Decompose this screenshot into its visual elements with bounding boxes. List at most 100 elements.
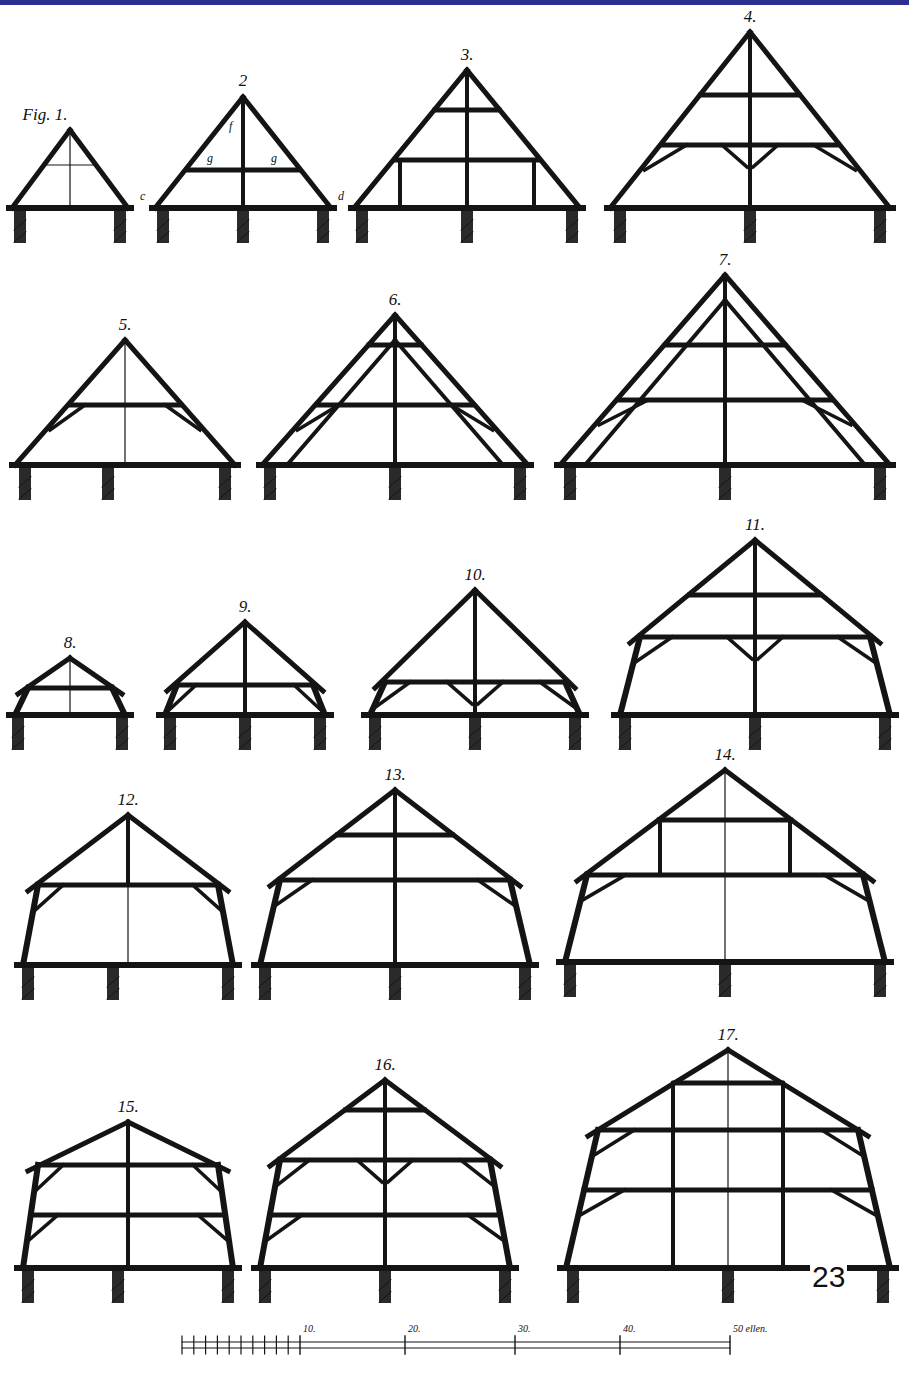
- wall-hatch: [614, 220, 626, 230]
- knee-wall-post: [870, 637, 890, 715]
- rafter: [395, 790, 520, 886]
- wall-hatch: [749, 739, 761, 749]
- wall-post: [222, 1271, 234, 1303]
- figure-number: 17.: [717, 1026, 738, 1045]
- wall-hatch: [619, 727, 631, 737]
- wall-post: [619, 718, 631, 750]
- wall-hatch: [14, 232, 26, 242]
- knee-brace: [193, 1165, 220, 1190]
- collar-beam: [45, 164, 94, 165]
- scale-tick: [217, 1336, 218, 1354]
- rafter: [577, 770, 725, 881]
- rafter: [243, 97, 331, 208]
- knee-brace: [580, 1190, 624, 1215]
- rafter: [588, 1050, 728, 1136]
- scale-tick: [193, 1336, 194, 1354]
- knee-brace: [822, 1130, 862, 1155]
- scale-label: 50 ellen.: [733, 1323, 767, 1334]
- part-letter: d: [338, 190, 344, 203]
- knee-brace: [165, 405, 200, 430]
- wall-post: [14, 211, 26, 243]
- king-brace: [447, 682, 472, 704]
- wall-hatch: [259, 1280, 271, 1290]
- wall-hatch: [102, 477, 114, 487]
- wall-post: [379, 1271, 391, 1303]
- knee-brace: [297, 405, 339, 430]
- knee-brace: [824, 875, 867, 900]
- wall-post: [879, 718, 891, 750]
- rafter: [262, 315, 395, 465]
- wall-hatch: [264, 489, 276, 499]
- wall-hatch: [499, 1280, 511, 1290]
- scale-tick: [299, 1336, 300, 1354]
- scale-tick: [240, 1336, 241, 1354]
- wall-hatch: [874, 974, 886, 984]
- rafter: [270, 1080, 385, 1166]
- rafter: [167, 622, 245, 691]
- wall-hatch: [12, 727, 24, 737]
- wall-hatch: [874, 986, 886, 996]
- wall-hatch: [722, 1292, 734, 1302]
- knee-brace: [276, 880, 312, 905]
- scale-tick: [276, 1336, 277, 1354]
- knee-brace: [594, 1130, 634, 1155]
- rafter: [610, 32, 750, 208]
- scale-tick: [205, 1336, 206, 1354]
- knee-brace: [193, 885, 221, 910]
- figure-number: 7.: [719, 251, 732, 270]
- inner-rafter: [585, 300, 725, 465]
- wall-post: [114, 211, 126, 243]
- king-brace: [722, 145, 747, 167]
- wall-hatch: [259, 989, 271, 999]
- knee-brace: [267, 1215, 302, 1240]
- wall-hatch: [114, 220, 126, 230]
- king-post: [748, 32, 752, 208]
- wall-hatch: [22, 1280, 34, 1290]
- knee-brace: [36, 1165, 63, 1190]
- wall-hatch: [107, 989, 119, 999]
- wall-hatch: [19, 477, 31, 487]
- scale-tick: [252, 1336, 253, 1354]
- collar-beam: [338, 833, 453, 838]
- wall-hatch: [564, 974, 576, 984]
- wall-hatch: [222, 1280, 234, 1290]
- collar-beam: [701, 93, 799, 98]
- wall-post: [877, 1271, 889, 1303]
- scale-label: 20.: [408, 1323, 421, 1334]
- wall-hatch: [389, 489, 401, 499]
- figure-number: 5.: [119, 316, 132, 335]
- rafter: [128, 815, 228, 891]
- wall-post: [569, 718, 581, 750]
- wall-post: [614, 211, 626, 243]
- wall-hatch: [379, 1280, 391, 1290]
- scale-tick: [288, 1336, 289, 1354]
- wall-hatch: [116, 739, 128, 749]
- wall-post: [744, 211, 756, 243]
- rafter: [28, 815, 128, 891]
- rafter: [270, 790, 395, 886]
- king-post: [753, 540, 757, 715]
- collar-beam: [435, 108, 499, 113]
- knee-brace: [468, 1215, 503, 1240]
- rafter: [475, 590, 575, 688]
- wall-hatch: [461, 232, 473, 242]
- figure-number: 8.: [64, 634, 77, 653]
- figure-number: 11.: [745, 516, 765, 535]
- wall-post: [157, 211, 169, 243]
- wall-hatch: [722, 1280, 734, 1290]
- rafter: [560, 275, 725, 465]
- knee-brace: [376, 682, 411, 707]
- wall-post: [874, 211, 886, 243]
- wall-post: [564, 965, 576, 997]
- queen-post: [788, 820, 792, 875]
- knee-brace: [599, 400, 648, 425]
- wall-hatch: [569, 727, 581, 737]
- rafter: [245, 622, 323, 691]
- figure-number: 16.: [374, 1056, 395, 1075]
- wall-post: [719, 468, 731, 500]
- wall-post: [369, 718, 381, 750]
- knee-wall-post: [566, 1130, 598, 1268]
- wall-hatch: [874, 220, 886, 230]
- wall-hatch: [259, 1292, 271, 1302]
